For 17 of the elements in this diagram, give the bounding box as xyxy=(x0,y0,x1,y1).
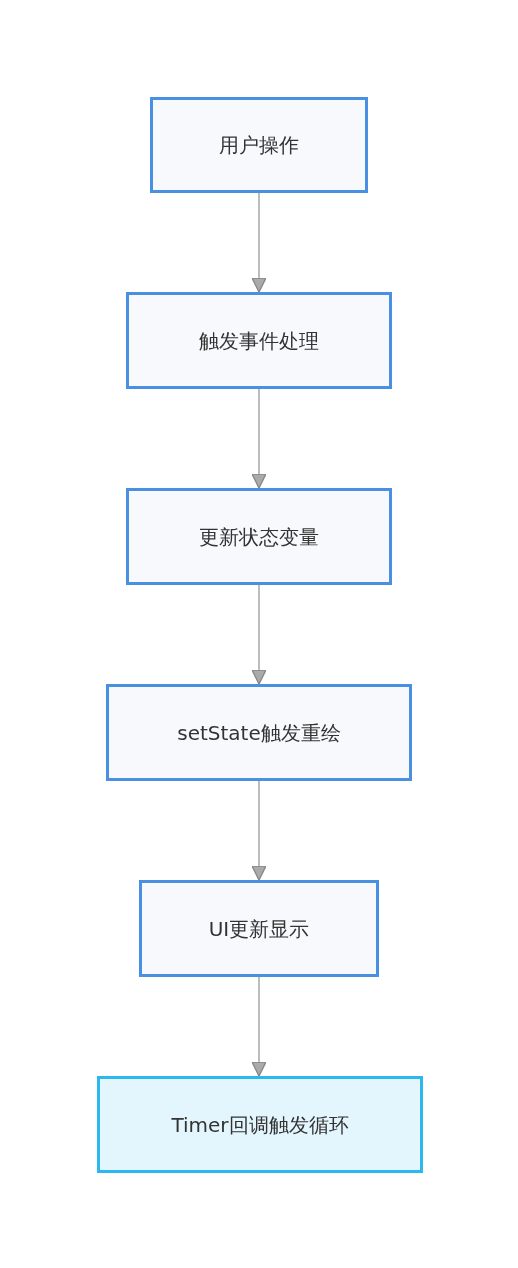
process-box xyxy=(139,880,379,977)
arrow xyxy=(251,976,267,1077)
node-label: 用户操作 xyxy=(219,133,299,157)
arrow xyxy=(251,192,267,293)
node-label: UI更新显示 xyxy=(208,916,310,941)
process-box xyxy=(126,292,392,389)
arrow xyxy=(251,780,267,881)
node-label: Timer回调触发循环 xyxy=(171,1112,349,1137)
process-box xyxy=(106,684,412,781)
node-label: 触发事件处理 xyxy=(199,328,319,353)
process-box xyxy=(126,488,392,585)
node-label: setState触发重绘 xyxy=(177,720,341,745)
node-label: 更新状态变量 xyxy=(199,524,319,549)
process-box xyxy=(150,97,368,193)
arrow xyxy=(251,388,267,489)
process-box xyxy=(97,1076,423,1173)
arrow xyxy=(251,584,267,685)
